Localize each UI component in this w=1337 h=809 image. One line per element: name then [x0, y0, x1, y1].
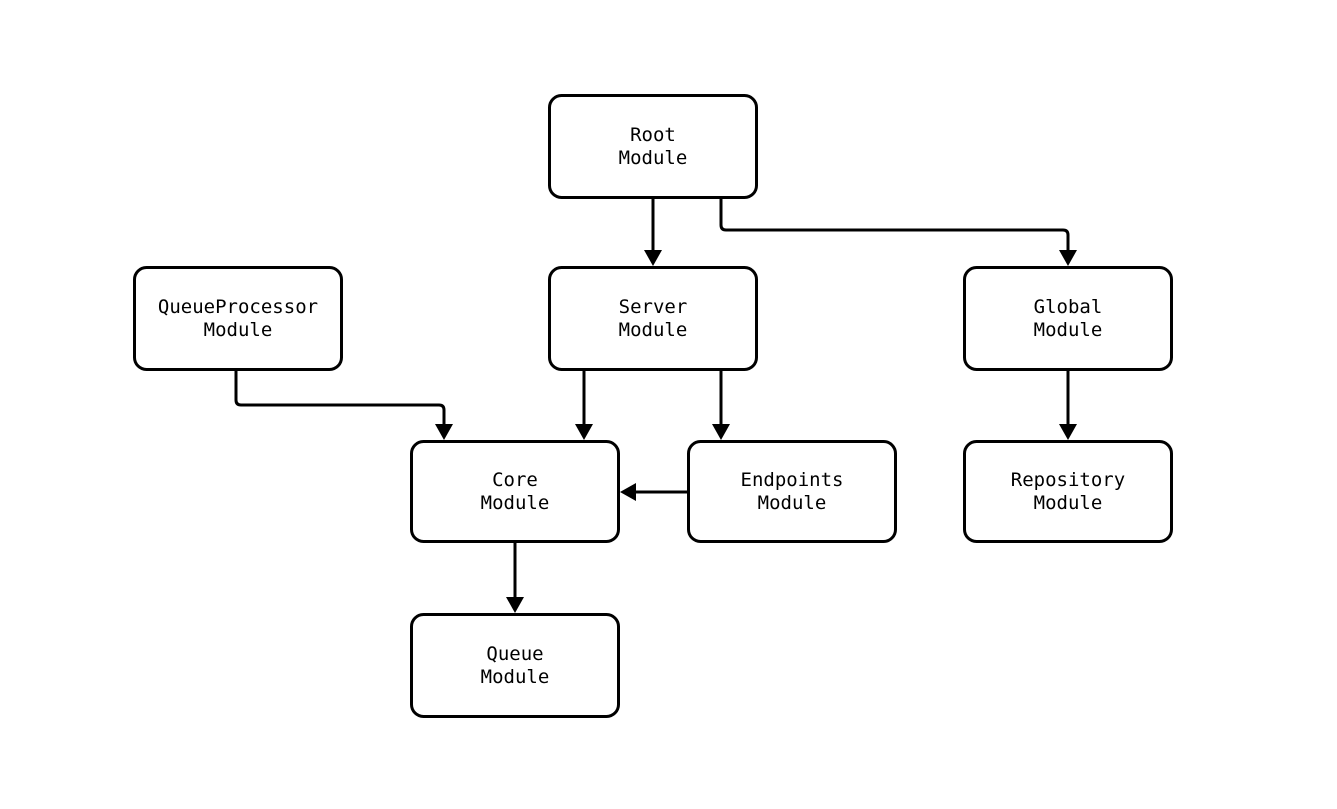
repository-module-node-box[interactable] — [963, 440, 1173, 543]
edge-root-to-global-arrowhead-icon — [1059, 250, 1077, 266]
repository-module-node-label-line1: Repository — [1011, 469, 1125, 491]
global-module-node-box[interactable] — [963, 266, 1173, 371]
queueprocessor-module-node-label-line2: Module — [204, 319, 273, 341]
server-module-node-box[interactable] — [548, 266, 758, 371]
queueprocessor-module-node-label-line1: QueueProcessor — [158, 296, 318, 318]
queueprocessor-module-node-box[interactable] — [133, 266, 343, 371]
edge-queueprocessor-to-core — [234, 371, 453, 440]
edge-core-to-queue-arrowhead-icon — [506, 597, 524, 613]
edge-root-to-global — [719, 199, 1077, 266]
repository-module-node-label-line2: Module — [1034, 492, 1103, 514]
global-module-node-label-line1: Global — [1034, 296, 1103, 318]
edge-server-to-core — [575, 371, 593, 440]
edge-global-to-repository — [1059, 371, 1077, 440]
queue-module-node-label-line1: Queue — [486, 643, 543, 665]
edge-core-to-queue — [506, 543, 524, 613]
queue-module-node-label-line2: Module — [481, 666, 550, 688]
core-module-node-box[interactable] — [410, 440, 620, 543]
endpoints-module-node-box[interactable] — [687, 440, 897, 543]
root-module-node-box[interactable] — [548, 94, 758, 199]
edge-server-to-endpoints — [712, 371, 730, 440]
global-module-node-label-line2: Module — [1034, 319, 1103, 341]
core-module-node-label-line2: Module — [481, 492, 550, 514]
edge-queueprocessor-to-core-arrowhead-icon — [435, 424, 453, 440]
edge-root-to-server — [644, 199, 662, 266]
edge-queueprocessor-to-core-line — [234, 371, 446, 424]
edge-endpoints-to-core-arrowhead-icon — [620, 483, 636, 501]
nodes-layer: RootModuleQueueProcessorModuleServerModu… — [133, 94, 1173, 718]
queue-module-node-box[interactable] — [410, 613, 620, 718]
root-module-node-label-line1: Root — [630, 124, 676, 146]
edge-global-to-repository-arrowhead-icon — [1059, 424, 1077, 440]
edge-root-to-server-arrowhead-icon — [644, 250, 662, 266]
core-module-node-label-line1: Core — [492, 469, 538, 491]
edges-layer — [234, 199, 1077, 613]
edge-server-to-endpoints-arrowhead-icon — [712, 424, 730, 440]
endpoints-module-node-label-line1: Endpoints — [741, 469, 844, 491]
endpoints-module-node-label-line2: Module — [758, 492, 827, 514]
server-module-node-label-line2: Module — [619, 319, 688, 341]
edge-endpoints-to-core — [620, 483, 687, 501]
edge-server-to-core-arrowhead-icon — [575, 424, 593, 440]
edge-root-to-global-line — [719, 199, 1070, 250]
server-module-node-label-line1: Server — [619, 296, 688, 318]
root-module-node-label-line2: Module — [619, 147, 688, 169]
